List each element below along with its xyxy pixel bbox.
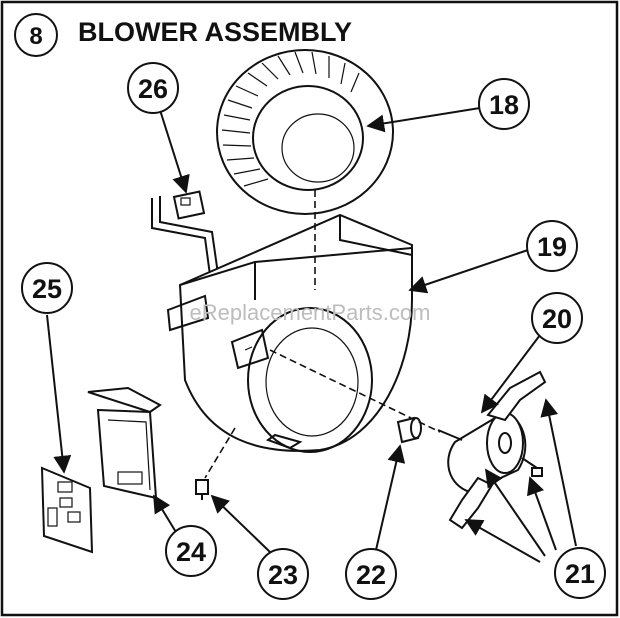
callout-18: 18 [478, 78, 530, 130]
diagram-title: BLOWER ASSEMBLY [78, 17, 352, 47]
motor-mount-drawing [448, 370, 547, 530]
control-board-drawing [40, 466, 94, 554]
callouts: 18 19 20 21 22 23 24 25 [21, 62, 606, 600]
callout-24: 24 [165, 525, 217, 577]
leader-21c [484, 468, 546, 557]
svg-text:22: 22 [356, 560, 386, 590]
leader-20 [480, 334, 541, 414]
callout-23: 23 [257, 548, 309, 600]
blower-wheel-drawing [216, 49, 394, 215]
leader-arrows [46, 107, 577, 563]
svg-text:23: 23 [268, 560, 298, 590]
leader-25 [46, 314, 72, 474]
leader-22 [375, 444, 406, 551]
svg-text:25: 25 [32, 274, 62, 304]
callout-22: 22 [345, 548, 397, 600]
leader-18 [366, 107, 481, 133]
section-header: 8 BLOWER ASSEMBLY [14, 13, 352, 57]
svg-text:18: 18 [489, 90, 519, 120]
callout-20: 20 [531, 292, 583, 344]
spacer-drawing [396, 416, 422, 444]
section-number-circle [14, 13, 58, 57]
callout-25: 25 [21, 262, 73, 314]
leader-19 [408, 249, 529, 294]
svg-text:24: 24 [176, 537, 206, 567]
leader-23 [210, 494, 271, 553]
leader-26 [159, 109, 190, 194]
svg-text:19: 19 [537, 232, 567, 262]
motor-drawing [437, 410, 527, 494]
callout-19: 19 [526, 220, 578, 272]
leader-21d [464, 519, 541, 563]
blower-housing-drawing [166, 213, 413, 453]
leader-21b [527, 476, 557, 551]
leader-21a [540, 398, 577, 547]
watermark-text: eReplacementParts.com [190, 300, 431, 325]
callout-21: 21 [554, 547, 606, 599]
svg-text:21: 21 [565, 559, 595, 589]
svg-text:26: 26 [138, 74, 168, 104]
clip-drawing [195, 479, 209, 500]
assembly-lines [204, 190, 441, 479]
section-number: 8 [29, 23, 42, 50]
svg-text:20: 20 [542, 304, 572, 334]
callout-26: 26 [127, 62, 179, 114]
